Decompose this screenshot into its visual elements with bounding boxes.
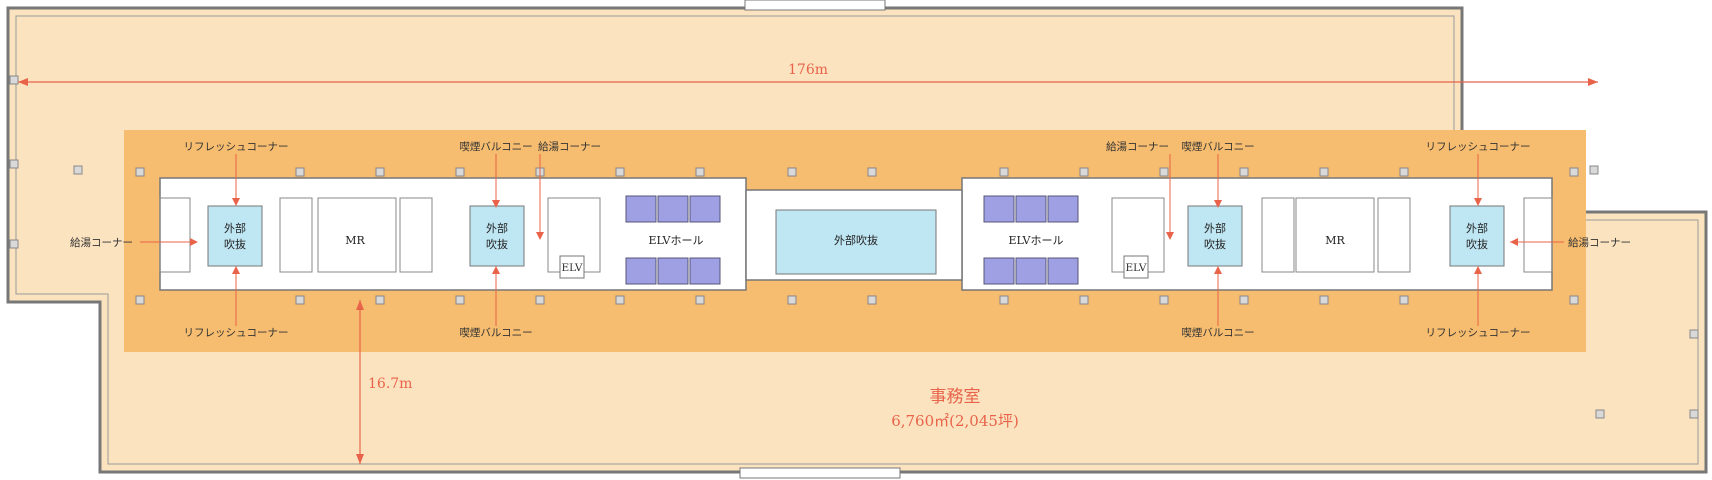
callout-kyuto-right: 給湯コーナー bbox=[1510, 236, 1631, 249]
void-left-1-line2: 吹抜 bbox=[224, 237, 246, 251]
callout-smoking-bottom-left: 喫煙バルコニー bbox=[459, 266, 533, 339]
callout-refresh-bottom-right-label: リフレッシュコーナー bbox=[1426, 327, 1531, 339]
callout-kyuto-top-left-label: 給湯コーナー bbox=[538, 140, 601, 153]
void-left-1: 外部 吹抜 bbox=[207, 205, 263, 267]
callout-smoking-top-right: 喫煙バルコニー bbox=[1181, 141, 1255, 208]
callout-refresh-top-left: リフレッシュコーナー bbox=[184, 141, 289, 206]
elevator-hall-right-label: ELVホール bbox=[1009, 234, 1064, 247]
callout-kyuto-top-right: 給湯コーナー bbox=[1106, 140, 1174, 240]
void-right-1: 外部 吹抜 bbox=[1449, 205, 1505, 267]
void-right-2-line1: 外部 bbox=[1204, 221, 1226, 235]
depth-dimension: 16.7m bbox=[356, 300, 412, 464]
callout-smoking-bottom-right-label: 喫煙バルコニー bbox=[1181, 327, 1254, 339]
callout-smoking-top-left: 喫煙バルコニー bbox=[459, 141, 533, 208]
callout-kyuto-left-label: 給湯コーナー bbox=[70, 236, 133, 249]
callout-kyuto-right-label: 給湯コーナー bbox=[1568, 236, 1631, 249]
callout-refresh-bottom-left-label: リフレッシュコーナー bbox=[184, 327, 289, 339]
width-dimension-label: 176m bbox=[788, 62, 828, 78]
callout-kyuto-left: 給湯コーナー bbox=[70, 236, 198, 249]
elevator-hall-left-label: ELVホール bbox=[649, 234, 704, 247]
void-left-2: 外部 吹抜 bbox=[469, 205, 525, 267]
elevator-right: ELV bbox=[1123, 255, 1149, 279]
callout-refresh-top-right-label: リフレッシュコーナー bbox=[1426, 141, 1531, 153]
void-right-1-line1: 外部 bbox=[1466, 221, 1488, 235]
top-stair bbox=[744, 0, 886, 11]
callout-kyuto-top-left: 給湯コーナー bbox=[536, 140, 601, 240]
void-right-2: 外部 吹抜 bbox=[1187, 205, 1243, 267]
perimeter-columns bbox=[9, 75, 1699, 419]
void-right-1-line2: 吹抜 bbox=[1466, 237, 1488, 251]
callout-smoking-top-right-label: 喫煙バルコニー bbox=[1181, 141, 1254, 153]
elevator-left: ELV bbox=[559, 255, 585, 279]
right-core-rooms bbox=[1111, 197, 1553, 273]
depth-dimension-label: 16.7m bbox=[368, 376, 412, 392]
elevator-cars-right bbox=[983, 195, 1079, 285]
office-area: 6,760㎡(2,045坪) bbox=[891, 412, 1019, 430]
callout-refresh-bottom-left: リフレッシュコーナー bbox=[184, 266, 289, 339]
void-right-2-line2: 吹抜 bbox=[1204, 237, 1226, 251]
void-left-2-line1: 外部 bbox=[486, 221, 508, 235]
office-name: 事務室 bbox=[930, 387, 981, 407]
left-core-rooms bbox=[159, 197, 601, 273]
callout-refresh-top-right: リフレッシュコーナー bbox=[1426, 141, 1531, 206]
callout-refresh-bottom-right: リフレッシュコーナー bbox=[1426, 266, 1531, 339]
meeting-room-left: MR bbox=[345, 234, 365, 247]
elevator-left-label: ELV bbox=[562, 262, 583, 274]
core-columns bbox=[135, 167, 1579, 305]
callout-smoking-top-left-label: 喫煙バルコニー bbox=[459, 141, 532, 153]
meeting-room-right: MR bbox=[1325, 234, 1345, 247]
meeting-room-right-label: MR bbox=[1325, 234, 1345, 247]
width-dimension: 176m bbox=[18, 62, 1598, 86]
callout-smoking-bottom-right: 喫煙バルコニー bbox=[1181, 266, 1255, 339]
callout-refresh-top-left-label: リフレッシュコーナー bbox=[184, 141, 289, 153]
void-left-1-line1: 外部 bbox=[224, 221, 246, 235]
elevator-right-label: ELV bbox=[1126, 262, 1147, 274]
meeting-room-left-label: MR bbox=[345, 234, 365, 247]
callout-kyuto-top-right-label: 給湯コーナー bbox=[1106, 140, 1169, 153]
void-center-label: 外部吹抜 bbox=[834, 233, 878, 247]
void-left-2-line2: 吹抜 bbox=[486, 237, 508, 251]
outer-floor-inner-edge bbox=[15, 15, 1699, 465]
callout-smoking-bottom-left-label: 喫煙バルコニー bbox=[459, 327, 532, 339]
elevator-cars-left bbox=[625, 195, 721, 285]
void-center: 外部吹抜 bbox=[775, 209, 937, 275]
bottom-stair bbox=[739, 467, 901, 479]
